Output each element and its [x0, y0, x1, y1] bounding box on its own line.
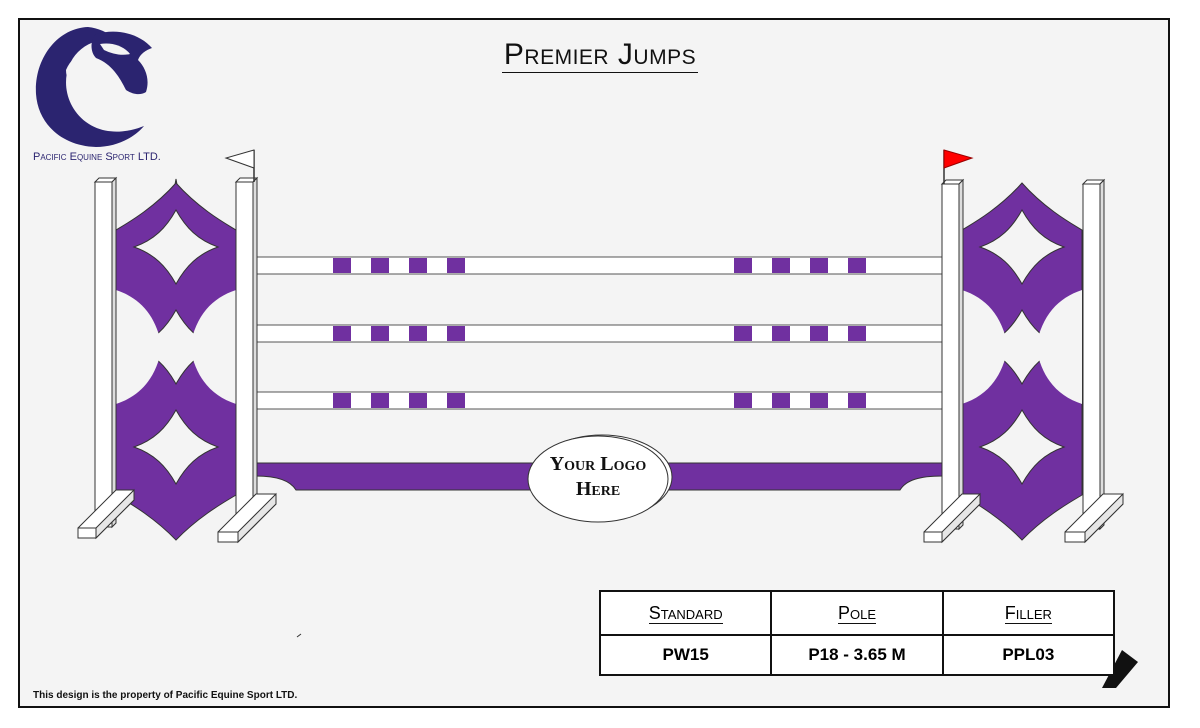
standards — [93, 176, 1106, 531]
spec-value-row: PW15 P18 - 3.65 M PPL03 — [598, 634, 1116, 676]
white-flag-icon — [224, 149, 255, 182]
spec-table: Standard Pole Filler PW15 P18 - 3.65 M P… — [598, 590, 1116, 676]
spec-value-filler: PPL03 — [941, 634, 1116, 676]
page-title: Premier Jumps — [501, 38, 699, 73]
spec-header-row: Standard Pole Filler — [598, 590, 1116, 636]
logo-line-1: Your Logo — [549, 453, 647, 475]
stray-mark — [296, 633, 302, 638]
logo-placeholder-text: Your Logo Here — [530, 452, 666, 502]
pole-stripes — [333, 258, 866, 408]
red-flag-icon — [943, 149, 974, 184]
spec-value-pole: P18 - 3.65 M — [770, 634, 944, 676]
spec-header-standard: Standard — [598, 590, 773, 636]
company-name: Pacific Equine Sport LTD. — [33, 151, 161, 163]
logo-line-2: Here — [575, 478, 621, 500]
footer-note: This design is the property of Pacific E… — [33, 690, 298, 701]
spec-header-pole: Pole — [770, 590, 944, 636]
standard-feet — [77, 488, 1124, 544]
logo-placeholder-oval — [527, 435, 669, 523]
right-wing-panel — [961, 182, 1083, 541]
left-wing-panel — [105, 178, 247, 541]
spec-value-standard: PW15 — [598, 634, 773, 676]
spec-header-filler: Filler — [941, 590, 1116, 636]
horse-head-logo-icon — [35, 27, 152, 147]
poles — [255, 256, 943, 410]
